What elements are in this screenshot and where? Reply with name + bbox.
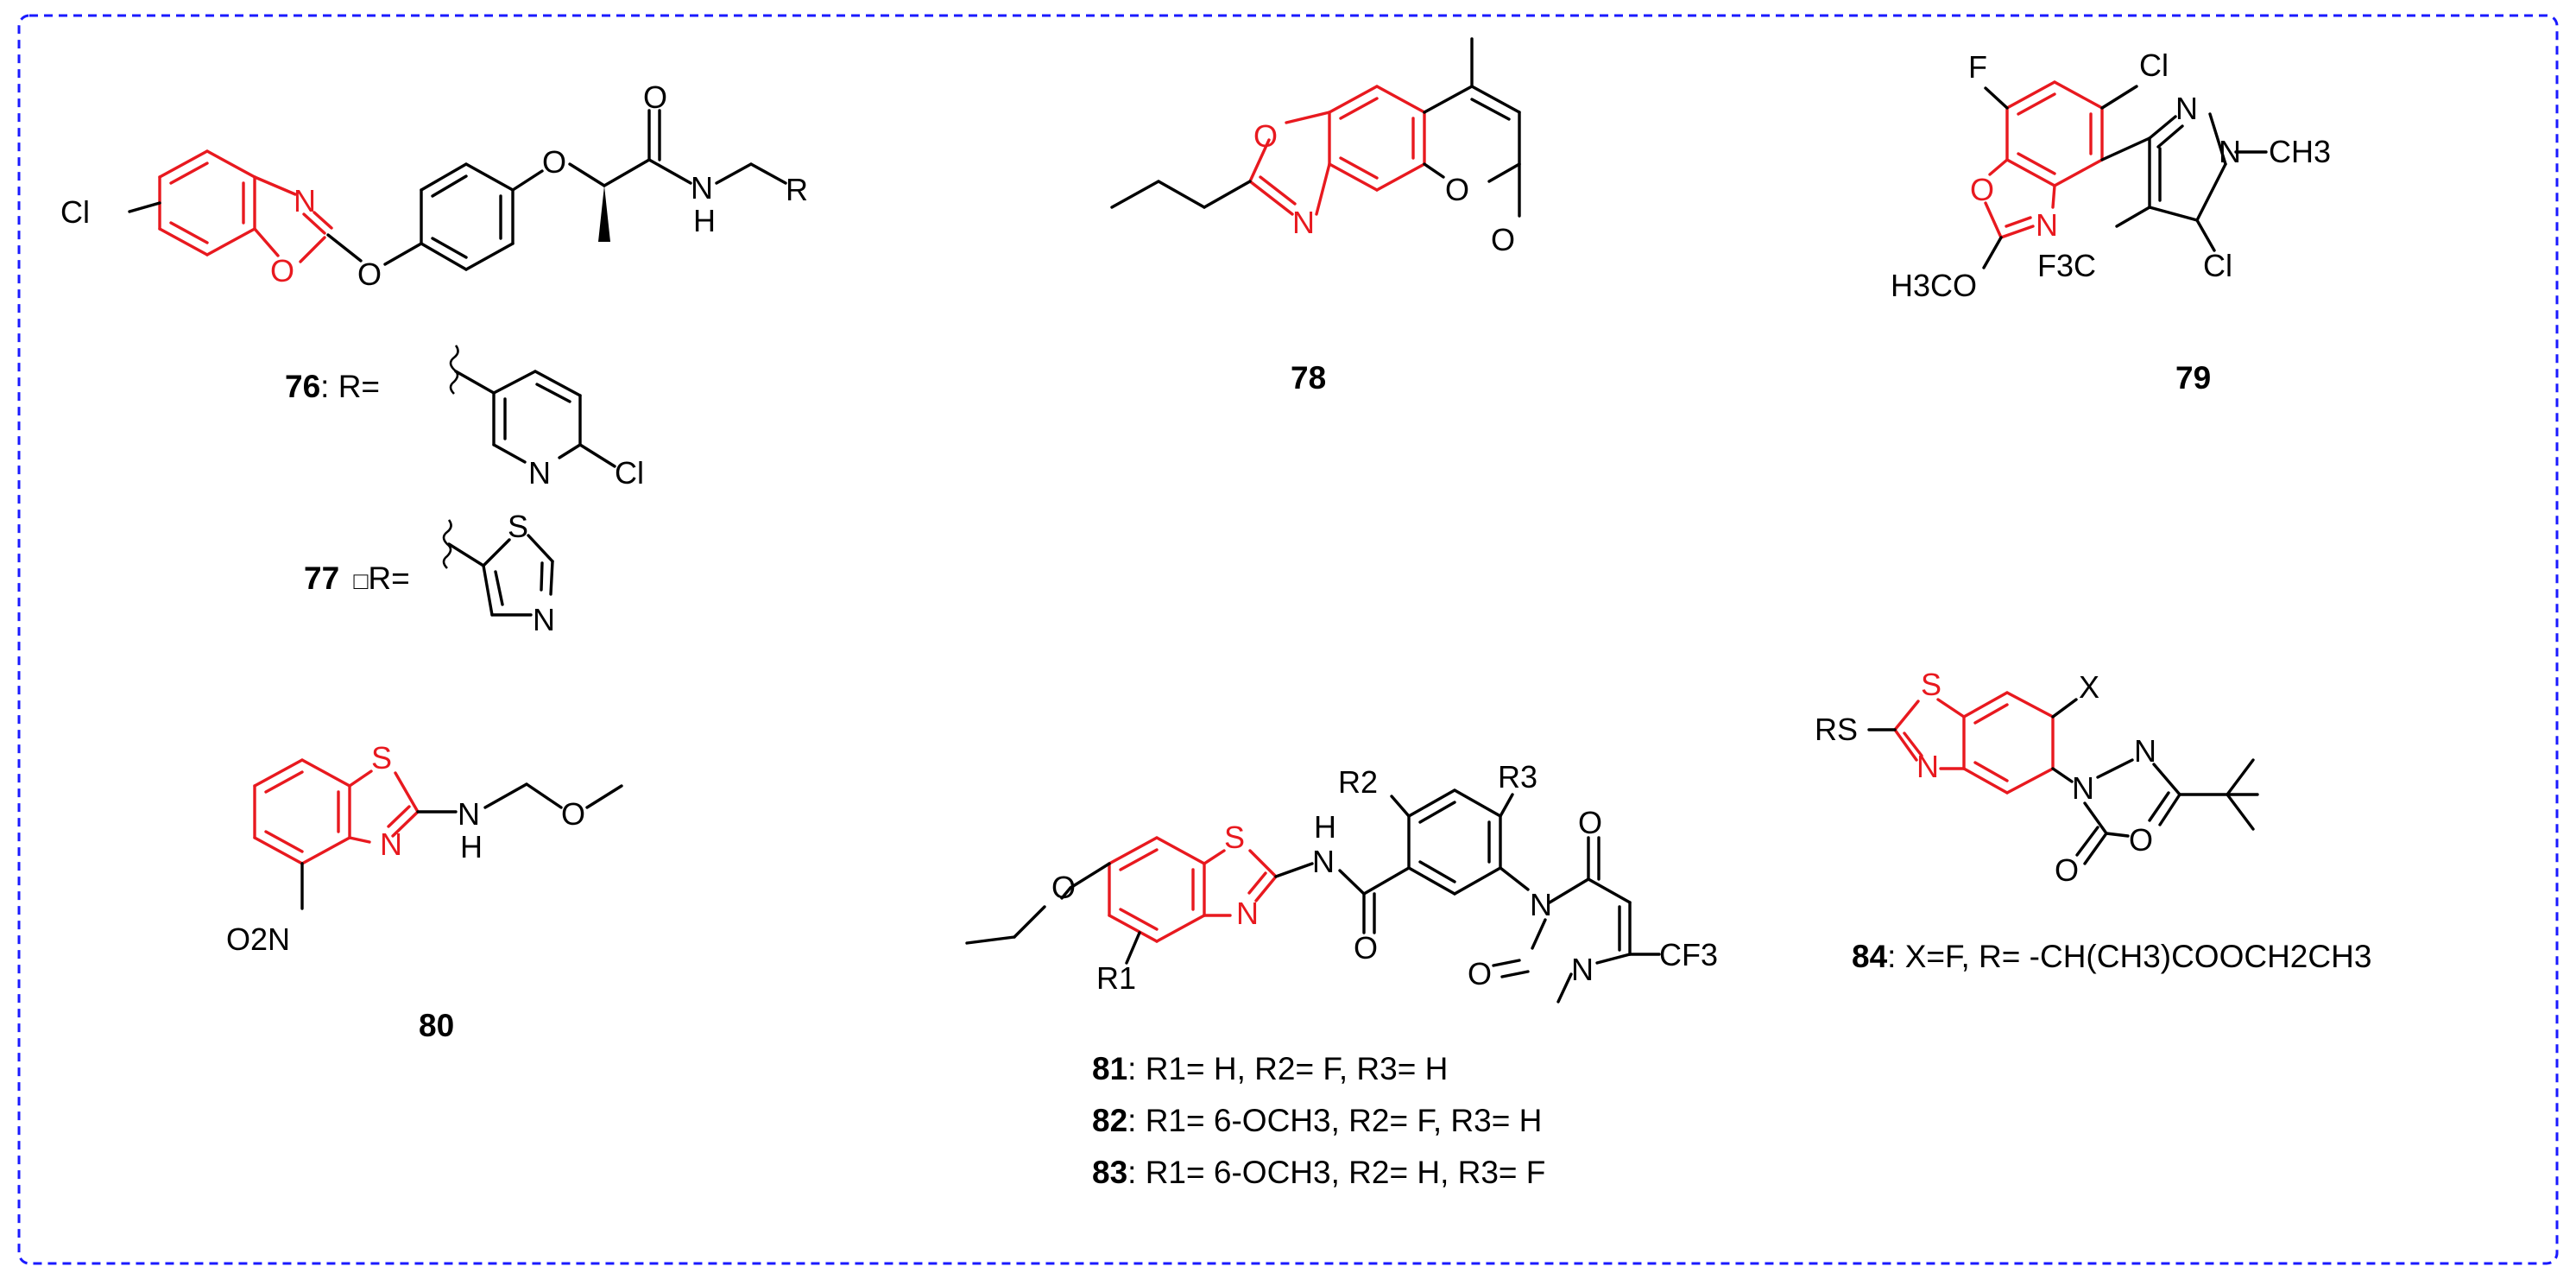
dashed-border	[17, 14, 2559, 1265]
atom-s: S	[1224, 820, 1245, 855]
atom-r3: R3	[1498, 759, 1537, 795]
atom-r2: R2	[1338, 764, 1378, 800]
atom-s: S	[1921, 667, 1941, 702]
atom-o: O	[542, 144, 566, 180]
atom-n: N	[2072, 770, 2094, 806]
atom-n: N	[2036, 207, 2058, 243]
atom-o: O	[1578, 805, 1602, 840]
atom-cl: Cl	[60, 194, 90, 230]
atom-h: H	[1314, 809, 1336, 845]
atom-cl: Cl	[2139, 47, 2169, 83]
atom-r: R	[786, 172, 808, 207]
atom-n: N	[1312, 844, 1335, 879]
atom-o: O	[1354, 930, 1378, 966]
attachment-point-wavy	[449, 345, 459, 395]
atom-o: O	[1468, 956, 1492, 991]
atom-n: N	[294, 183, 316, 218]
trifluoromethyl-label: F3C	[2037, 248, 2096, 283]
atom-cl: Cl	[2203, 248, 2232, 283]
compound-label-77: 77 □R=	[304, 560, 410, 596]
structure-84: S N RS X N N O O 84: X=F, R= -CH(CH3)COO…	[1815, 667, 2371, 974]
atom-x: X	[2079, 669, 2099, 705]
atom-n: N	[2175, 91, 2198, 126]
atom-o: O	[1253, 118, 1278, 154]
methyl-label: CH3	[2269, 134, 2331, 169]
atom-n: N	[1916, 749, 1939, 784]
atom-n: N	[2219, 134, 2241, 169]
compound-label-81: 81: R1= H, R2= F, R3= H	[1092, 1051, 1448, 1086]
atom-n: N	[533, 602, 555, 637]
atom-o: O	[1051, 870, 1076, 905]
stereo-wedge	[598, 186, 610, 242]
atom-n: N	[1292, 205, 1315, 240]
atom-cl: Cl	[615, 455, 644, 491]
structure-78: O N O O 78	[1110, 37, 1521, 396]
atom-o: O	[1491, 222, 1515, 257]
structure-81-83: S N O R1 N H O	[965, 759, 1718, 1190]
atom-h: H	[693, 203, 716, 238]
structure-76-77: N O Cl O O O N H	[60, 79, 808, 637]
compound-label-78: 78	[1291, 360, 1326, 396]
atom-o: O	[2055, 852, 2079, 888]
structure-79: O N F Cl H3CO N N CH3 F3C Cl 79	[1891, 47, 2331, 396]
atom-o: O	[270, 253, 294, 288]
atom-n: N	[1530, 887, 1552, 922]
attachment-point-wavy	[442, 519, 452, 569]
compound-label-84: 84: X=F, R= -CH(CH3)COOCH2CH3	[1852, 939, 2371, 974]
compound-label-76: 76: R=	[285, 369, 380, 404]
atom-o: O	[1970, 172, 1994, 207]
nitro-label: O2N	[226, 921, 290, 957]
atom-n: N	[2134, 733, 2156, 769]
atom-o: O	[1445, 172, 1469, 207]
structure-80: S N N H O O2N 80	[226, 740, 623, 1043]
atom-n: N	[1236, 896, 1259, 931]
atom-o: O	[643, 79, 667, 115]
rs-label: RS	[1815, 712, 1858, 747]
atom-s: S	[508, 509, 528, 544]
compound-label-80: 80	[419, 1008, 454, 1043]
compound-label-79: 79	[2175, 360, 2211, 396]
compound-label-82: 82: R1= 6-OCH3, R2= F, R3= H	[1092, 1103, 1542, 1138]
atom-o: O	[2129, 822, 2153, 858]
atom-n: N	[691, 170, 713, 206]
atom-n: N	[1571, 952, 1594, 987]
atom-h: H	[460, 829, 483, 864]
methoxy-label: H3CO	[1891, 268, 1977, 303]
atom-f: F	[1968, 49, 1987, 85]
atom-n: N	[458, 796, 480, 832]
atom-o: O	[561, 796, 585, 832]
compound-label-83: 83: R1= 6-OCH3, R2= H, R3= F	[1092, 1155, 1545, 1190]
atom-s: S	[371, 740, 392, 776]
atom-n: N	[380, 826, 402, 862]
trifluoromethyl-label: CF3	[1659, 937, 1718, 972]
atom-r1: R1	[1096, 960, 1136, 996]
atom-n: N	[528, 455, 551, 491]
atom-o: O	[357, 256, 382, 292]
